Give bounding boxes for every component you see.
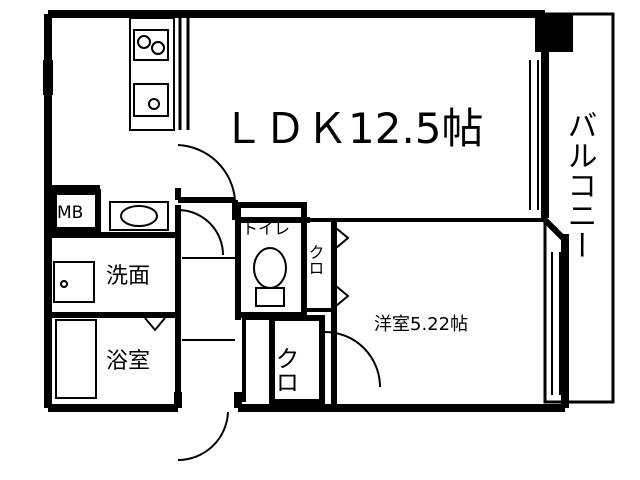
balcony-label: バルコニー [562,110,597,260]
ldk-label: ＬＤＫ12.5帖 [222,104,484,153]
closet-large-label: クロ [271,346,299,394]
closet-door-icon [335,227,350,307]
large-closet [269,315,325,405]
mb-label: MB [57,203,83,223]
corridor-wall [175,205,241,408]
closet-small-label: クロ [306,244,325,276]
bathroom-label: 浴室 [106,349,150,374]
drain-icon [60,280,68,288]
mb-box [51,189,101,233]
stove-burner-icon [151,41,165,55]
door-swing-icon [177,411,229,462]
washing-machine-space [53,261,95,303]
kitchen-counter [129,17,175,131]
window-left [43,60,53,95]
washbasin [109,201,169,231]
closet-partition [242,316,272,402]
window-bedroom [551,252,561,395]
toilet-label: トイレ [242,219,290,238]
bathtub [55,319,97,399]
toilet-tank [255,287,285,307]
window-ldk [529,60,539,210]
structural-column [535,14,573,52]
stove-burner-icon [137,35,151,49]
toilet-bowl [253,247,287,289]
kitchen-column [178,18,190,130]
bath-door-icon [144,317,166,332]
basin [133,83,169,117]
balcony-outline [543,12,615,404]
door-swing-icon [177,209,224,256]
washroom-label: 洗面 [106,264,150,289]
entry-step [182,257,235,341]
bedroom-label: 洋室5.22帖 [374,314,468,335]
sink [133,29,169,61]
ldk-bottom-wall [48,185,310,223]
washbasin-bowl [120,205,158,227]
bedroom-wall [331,217,568,408]
door-swing-icon [177,144,236,201]
drain-icon [148,98,160,110]
